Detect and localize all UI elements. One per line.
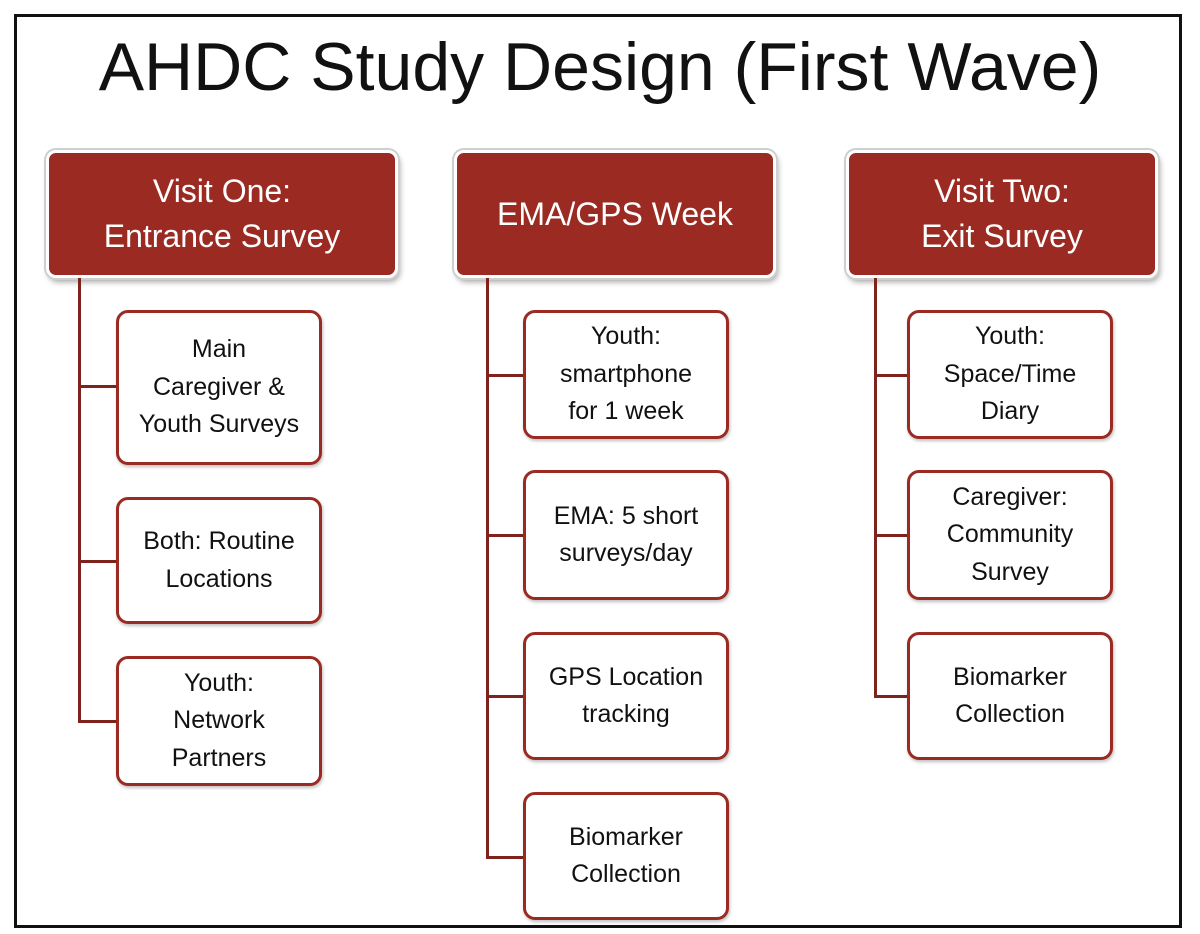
connector-branch <box>486 374 523 377</box>
node-biomarker-collection-week: Biomarker Collection <box>523 792 729 920</box>
connector-branch <box>874 374 907 377</box>
connector-branch <box>486 695 523 698</box>
node-biomarker-collection-exit: Biomarker Collection <box>907 632 1113 760</box>
node-routine-locations: Both: Routine Locations <box>116 497 322 624</box>
node-gps-location-tracking: GPS Location tracking <box>523 632 729 760</box>
connector-branch <box>874 534 907 537</box>
page-title: AHDC Study Design (First Wave) <box>98 29 1102 105</box>
node-main-caregiver-youth-surveys: Main Caregiver & Youth Surveys <box>116 310 322 465</box>
connector-branch <box>486 534 523 537</box>
connector-trunk-visit-one <box>78 278 81 722</box>
header-visit-one: Visit One: Entrance Survey <box>46 150 398 278</box>
node-network-partners: Youth: Network Partners <box>116 656 322 786</box>
connector-trunk-visit-two <box>874 278 877 698</box>
connector-branch <box>486 856 523 859</box>
connector-branch <box>78 560 116 563</box>
connector-trunk-ema-gps <box>486 278 489 858</box>
node-youth-smartphone: Youth: smartphone for 1 week <box>523 310 729 439</box>
connector-branch <box>78 720 116 723</box>
connector-branch <box>78 385 116 388</box>
node-ema-short-surveys: EMA: 5 short surveys/day <box>523 470 729 600</box>
header-visit-two: Visit Two: Exit Survey <box>846 150 1158 278</box>
header-ema-gps-week: EMA/GPS Week <box>454 150 776 278</box>
connector-branch <box>874 695 907 698</box>
node-space-time-diary: Youth: Space/Time Diary <box>907 310 1113 439</box>
node-community-survey: Caregiver: Community Survey <box>907 470 1113 600</box>
